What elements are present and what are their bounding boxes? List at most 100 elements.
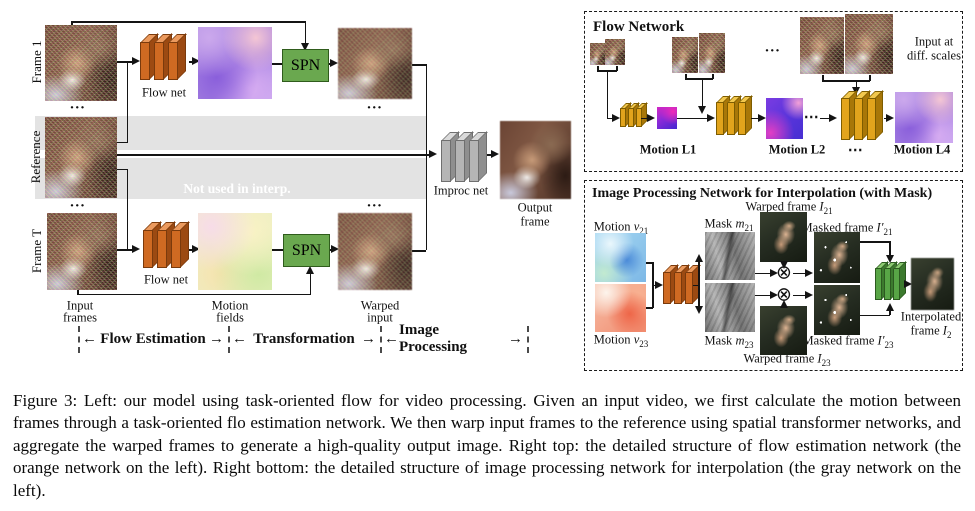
warped-input-label: input <box>367 310 393 325</box>
connector <box>677 117 710 120</box>
input-scales-note: diff. scales <box>907 48 961 63</box>
arrowhead <box>655 280 663 289</box>
label-var: I′ <box>877 333 885 348</box>
connector <box>755 294 776 297</box>
connector <box>607 117 615 120</box>
masked-frame-i23-image <box>814 285 860 335</box>
arrowhead <box>904 280 912 288</box>
arrowhead <box>770 268 778 277</box>
left-arrow-icon: ← <box>384 330 399 347</box>
ellipsis: ... <box>367 194 383 211</box>
label-sub: 21 <box>883 227 893 237</box>
connector <box>272 249 283 251</box>
ellipsis: ... <box>70 194 86 211</box>
masked21-label: Masked frame I′21 <box>801 220 893 237</box>
connector <box>641 117 651 120</box>
stage-separator <box>228 326 230 353</box>
masked23-label: Masked frame I′23 <box>803 333 894 350</box>
conv-slab <box>854 98 863 140</box>
motion-l4-image <box>895 92 953 143</box>
connector <box>304 21 307 44</box>
connector <box>822 75 824 81</box>
connector <box>126 62 129 143</box>
label-text: frame <box>910 323 943 338</box>
interp-network-panel <box>584 180 963 371</box>
connector <box>272 63 282 65</box>
stage-label: Image Processing <box>399 322 468 355</box>
connector <box>616 66 618 71</box>
motion-field-image-bottom <box>198 213 272 290</box>
label-text: Motion <box>593 219 634 234</box>
stage-image-processing: ← Image Processing → <box>384 322 523 355</box>
label-var: I <box>942 323 947 338</box>
connector <box>693 284 699 287</box>
arrowhead <box>707 113 715 122</box>
connector <box>889 308 891 315</box>
conv-slab <box>674 272 682 304</box>
stage-separator <box>380 326 382 353</box>
flow-net-blocks-top <box>140 42 178 80</box>
right-arrow-icon: → <box>508 330 523 347</box>
label-var: I <box>817 351 822 366</box>
warped-input-label: Warped <box>360 298 400 313</box>
ellipsis: ⋯ <box>847 142 865 159</box>
connector <box>117 154 432 156</box>
interp-network-title: Image Processing Network for Interpolati… <box>592 186 933 201</box>
flow-network-title: Flow Network <box>593 19 685 35</box>
motion-field-image-top <box>198 27 272 99</box>
stage-transformation: ← Transformation → <box>232 330 376 348</box>
reference-label: Reference <box>28 130 43 184</box>
masked-frame-i21-image <box>814 232 860 283</box>
arrowhead <box>694 306 703 314</box>
connector <box>793 272 808 275</box>
label-sub: 23 <box>744 340 754 350</box>
stage-separator <box>527 326 529 353</box>
arrowhead <box>885 255 894 263</box>
connector <box>412 250 426 252</box>
flow-network-panel <box>584 11 963 172</box>
warped-frame-i21-image <box>760 212 807 262</box>
motion-l4-label: Motion L4 <box>893 142 951 157</box>
arrowhead <box>694 254 703 262</box>
input-scale4-frame-b <box>845 14 893 74</box>
conv-slab <box>867 98 876 140</box>
arrowhead <box>780 300 788 308</box>
label-sub: 21 <box>744 223 754 233</box>
label-sub: 21 <box>823 206 833 216</box>
mask-net-blocks <box>663 272 693 304</box>
connector <box>793 294 808 297</box>
label-text: Mask <box>704 216 736 231</box>
frame1-image <box>45 25 117 101</box>
flow-net-label-top: Flow net <box>141 85 187 100</box>
label-var: I <box>819 199 824 214</box>
interpolated-label: Interpolated <box>900 309 962 324</box>
label-text: Motion <box>593 332 634 347</box>
conv-slab <box>738 102 746 135</box>
arrowhead <box>780 261 788 269</box>
connector <box>698 260 700 308</box>
connector <box>822 80 870 82</box>
motion-l2-image <box>766 98 803 139</box>
connector <box>869 75 871 81</box>
label-sub: 2 <box>946 330 952 340</box>
label-var: m <box>735 333 745 348</box>
conv-slab <box>875 268 882 300</box>
connector <box>71 21 73 26</box>
arrowhead <box>306 266 314 274</box>
label-var: m <box>735 216 745 231</box>
connector <box>755 272 776 275</box>
connector <box>487 154 494 156</box>
label-text: Masked frame <box>801 220 877 235</box>
connector <box>425 64 428 250</box>
warped23-label: Warped frame I23 <box>743 351 830 368</box>
output-frame-image <box>500 121 571 199</box>
mask-m21-image <box>705 232 755 280</box>
connector <box>126 169 129 250</box>
warped21-label: Warped frame I21 <box>745 199 833 216</box>
ellipsis: ⋯ <box>803 109 821 126</box>
flow-l4-blocks <box>841 98 876 140</box>
conv-slab <box>168 42 178 80</box>
left-arrow-icon: ← <box>232 330 247 347</box>
label-var: v <box>633 219 640 234</box>
right-arrow-icon: → <box>360 330 376 347</box>
